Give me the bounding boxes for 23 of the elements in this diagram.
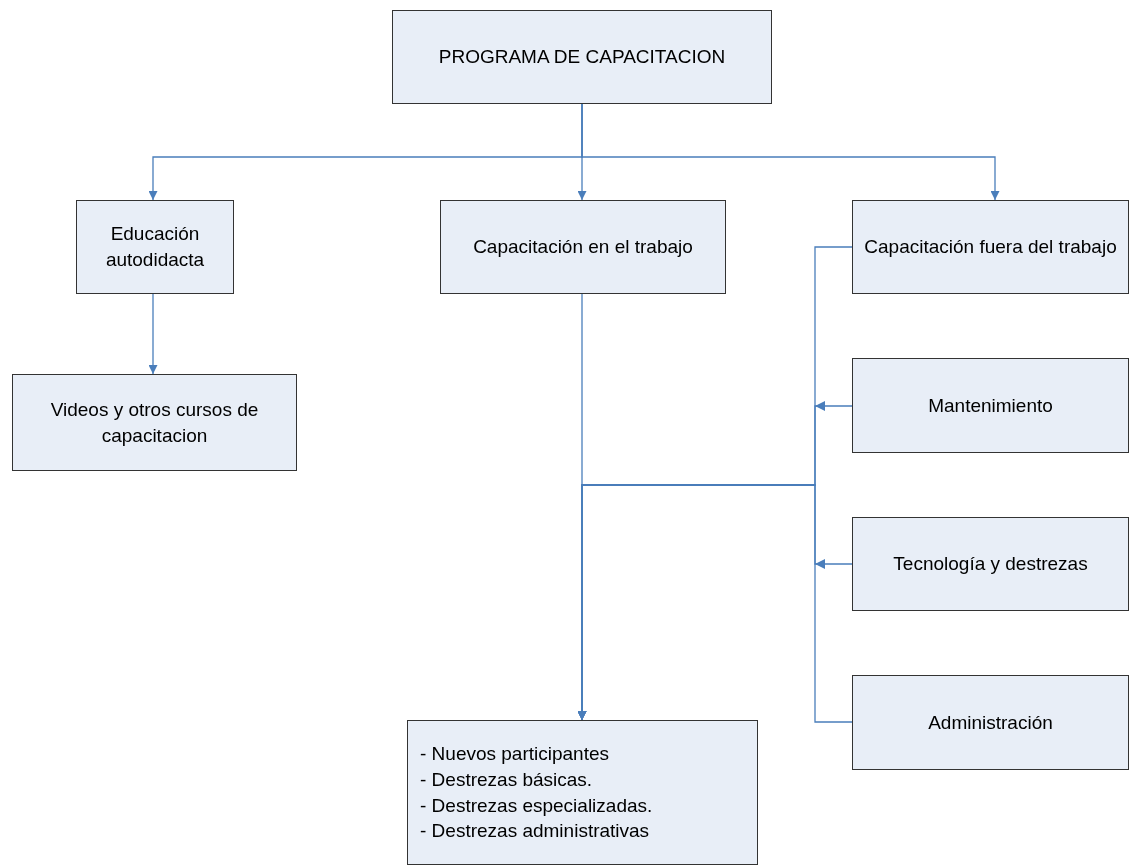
- list-item: - Nuevos participantes: [420, 742, 610, 767]
- process-box: [852, 517, 1129, 611]
- process-box: [392, 10, 772, 104]
- process-box: [76, 200, 234, 294]
- box-label: Mantenimiento: [928, 393, 1053, 418]
- connector-arrow: [581, 103, 1000, 201]
- list-item: - Destrezas especializadas.: [420, 793, 653, 818]
- list-item: - Destrezas básicas.: [420, 767, 593, 792]
- process-box: [440, 200, 726, 294]
- box-label: Educación autodidacta: [104, 222, 206, 272]
- process-box: [12, 374, 297, 471]
- connector-arrow: [148, 293, 158, 375]
- box-label: PROGRAMA DE CAPACITACION: [438, 45, 726, 70]
- list-item: - Destrezas administrativas: [420, 819, 650, 844]
- box-label: Videos y otros cursos de capacitacion: [49, 397, 260, 448]
- box-label: Capacitación en el trabajo: [473, 235, 693, 260]
- box-label: Tecnología y destrezas: [893, 552, 1088, 577]
- process-box: [852, 675, 1129, 770]
- process-box: [852, 358, 1129, 453]
- process-box: [852, 200, 1129, 294]
- process-box: [407, 720, 758, 865]
- box-label: Administración: [928, 710, 1053, 735]
- box-label: Capacitación fuera del trabajo: [864, 235, 1117, 260]
